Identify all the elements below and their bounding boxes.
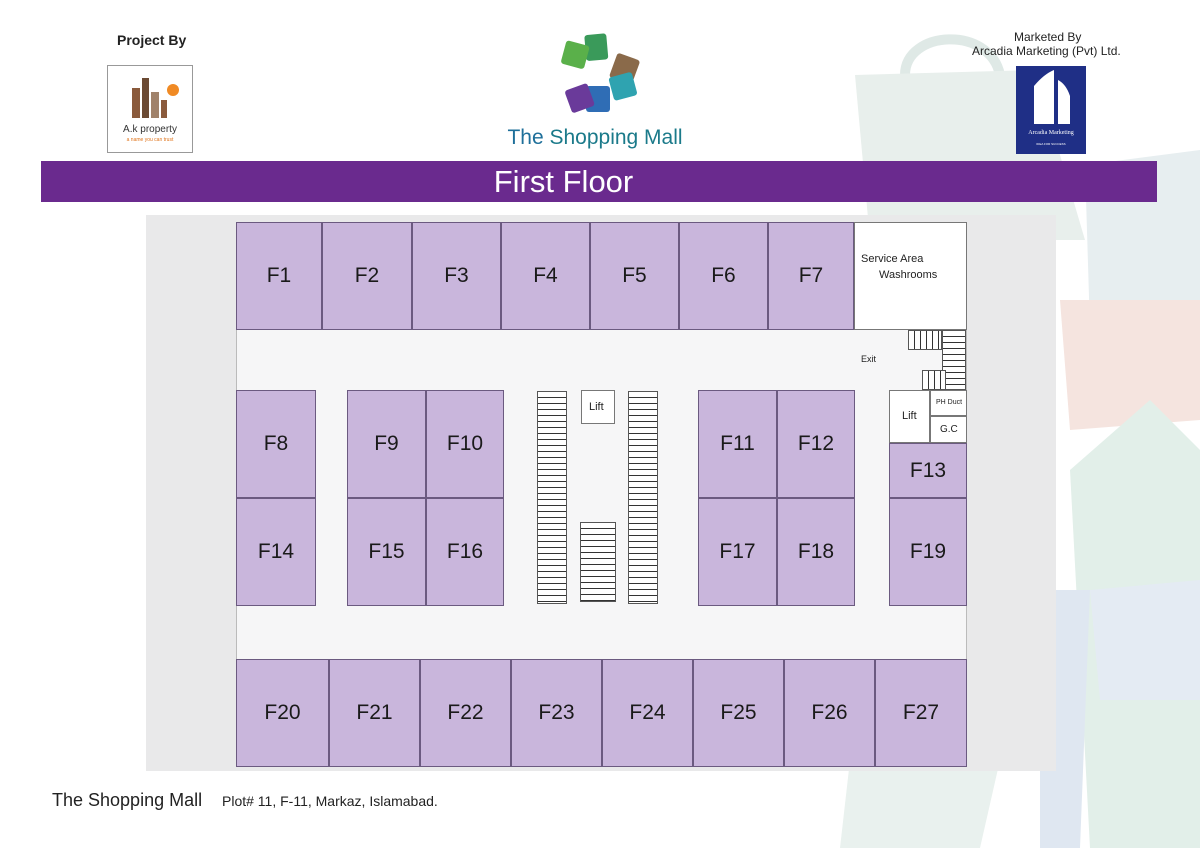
- marketing-logo: Arcadia Marketing IDEA FOR SUCCESS: [1016, 66, 1086, 154]
- shop-f3[interactable]: F3: [412, 222, 501, 330]
- shop-f27[interactable]: F27: [875, 659, 967, 767]
- stairs-upper: [908, 330, 942, 350]
- shop-f22[interactable]: F22: [420, 659, 511, 767]
- mall-title-prefix: The: [507, 126, 544, 149]
- shop-f6[interactable]: F6: [679, 222, 768, 330]
- shop-f14[interactable]: F14: [236, 498, 316, 606]
- shop-f10[interactable]: F10: [426, 390, 504, 498]
- floor-title-band: [41, 161, 1157, 202]
- service-area-label: Service Area: [861, 253, 924, 265]
- shop-f2[interactable]: F2: [322, 222, 412, 330]
- lift-right-label: Lift: [902, 410, 917, 422]
- escalator-right: [628, 391, 658, 604]
- shop-f11[interactable]: F11: [698, 390, 777, 498]
- tower-icon: [1034, 70, 1070, 124]
- shop-f25[interactable]: F25: [693, 659, 784, 767]
- mall-title-rest: Shopping Mall: [549, 126, 683, 149]
- shop-f4[interactable]: F4: [501, 222, 590, 330]
- shop-f17[interactable]: F17: [698, 498, 777, 606]
- shop-f19[interactable]: F19: [889, 498, 967, 606]
- shop-f20[interactable]: F20: [236, 659, 329, 767]
- service-area: Service Area Washrooms: [854, 222, 967, 330]
- center-stairs: [580, 522, 616, 602]
- shop-f23[interactable]: F23: [511, 659, 602, 767]
- marketed-by-label: Marketed By: [1014, 30, 1082, 44]
- lift-right: Lift: [889, 390, 930, 443]
- shop-f18[interactable]: F18: [777, 498, 855, 606]
- gc-label: G.C: [940, 424, 958, 435]
- ph-duct-label: PH Duct: [936, 399, 963, 406]
- shop-f8[interactable]: F8: [236, 390, 316, 498]
- bottom-bag-shape: [840, 760, 1000, 848]
- washrooms-label: Washrooms: [879, 269, 938, 281]
- bag-handle-shape: [900, 34, 1005, 77]
- buildings-icon: [132, 78, 179, 118]
- marketing-company: Arcadia Marketing (Pvt) Ltd.: [972, 44, 1121, 58]
- exit-label: Exit: [861, 354, 877, 364]
- lift-center-label: Lift: [589, 401, 604, 413]
- mall-title: The Shopping Mall: [500, 126, 690, 150]
- shop-f24[interactable]: F24: [602, 659, 693, 767]
- blue-shape: [1090, 580, 1200, 700]
- shop-f26[interactable]: F26: [784, 659, 875, 767]
- marketing-logo-name: Arcadia Marketing: [1028, 130, 1074, 136]
- footer-address: Plot# 11, F-11, Markaz, Islamabad.: [222, 793, 438, 809]
- shop-f5[interactable]: F5: [590, 222, 679, 330]
- escalator-left: [537, 391, 567, 604]
- project-by-label: Project By: [117, 32, 187, 48]
- shop-f1[interactable]: F1: [236, 222, 322, 330]
- ph-duct: PH Duct: [930, 390, 967, 416]
- gc-room: G.C: [930, 416, 967, 443]
- stairs-side: [942, 330, 966, 390]
- developer-logo: A.k property a name you can trust: [107, 65, 193, 153]
- shop-f12[interactable]: F12: [777, 390, 855, 498]
- shop-f9[interactable]: F9: [347, 390, 426, 498]
- shop-f21[interactable]: F21: [329, 659, 420, 767]
- lift-center: Lift: [581, 390, 615, 424]
- floor-title: First Floor: [493, 164, 634, 199]
- shop-f15[interactable]: F15: [347, 498, 426, 606]
- stairs-lower: [922, 370, 946, 390]
- shop-f16[interactable]: F16: [426, 498, 504, 606]
- shop-f13[interactable]: F13: [889, 443, 967, 498]
- shop-f7[interactable]: F7: [768, 222, 854, 330]
- pink-shape: [1060, 300, 1200, 430]
- footer-mall-name: The Shopping Mall: [52, 790, 203, 810]
- developer-name: A.k property: [123, 124, 177, 135]
- marketing-logo-tag: IDEA FOR SUCCESS: [1036, 142, 1066, 146]
- developer-tagline: a name you can trust: [126, 137, 174, 143]
- shopping-mall-logo-icon: [561, 33, 640, 113]
